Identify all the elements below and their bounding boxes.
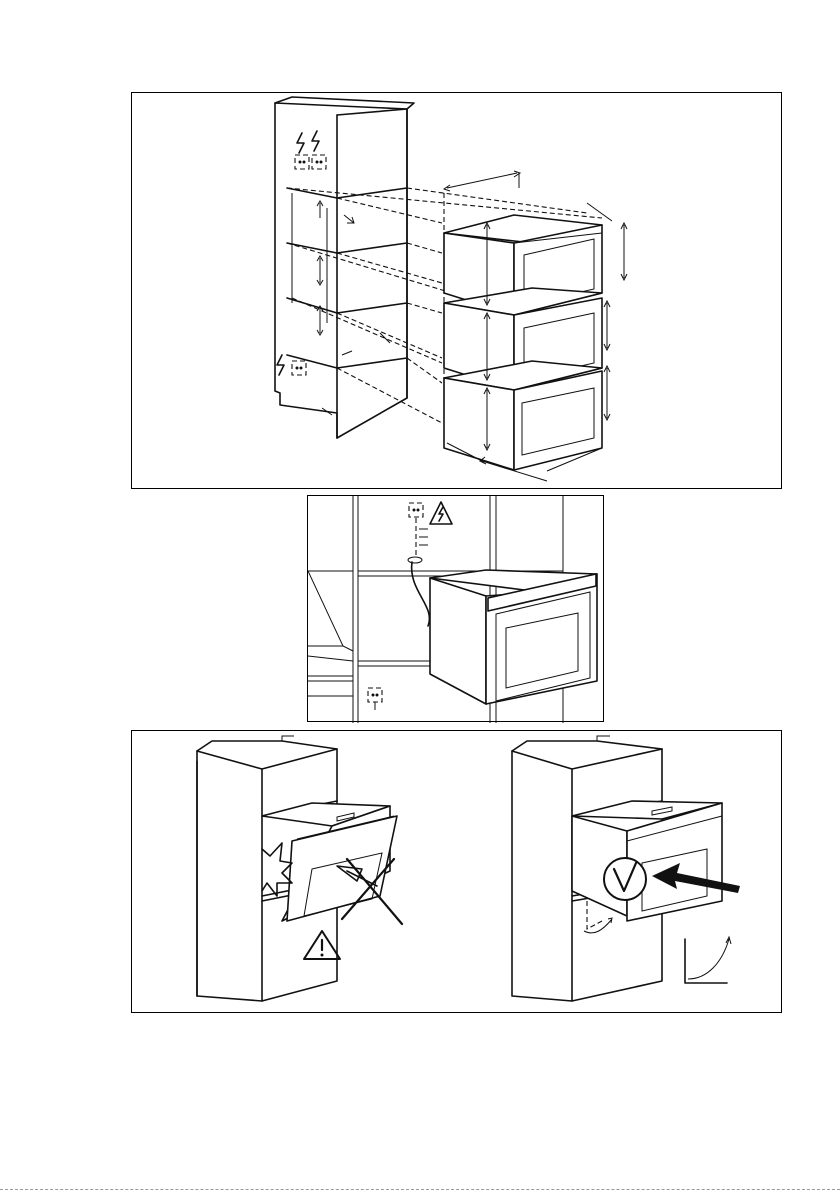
warning-triangle-icon <box>304 931 340 959</box>
built-in-oven <box>430 570 597 704</box>
socket-icon <box>368 503 423 710</box>
electrical-connection-drawing <box>308 496 605 723</box>
tall-cabinet <box>275 97 414 438</box>
cable-route <box>408 518 429 626</box>
check-circle-icon <box>604 858 646 900</box>
cabinet-dimensions-drawing <box>132 93 783 490</box>
socket-icon <box>292 155 326 375</box>
electrical-connection-figure <box>307 495 604 722</box>
cabinet-dimension-arrows <box>317 201 390 415</box>
oven-insertion-figure <box>131 730 782 1013</box>
impact-burst <box>262 843 292 896</box>
oven-straight-correct <box>572 801 722 921</box>
cabinet-dimensions-figure <box>131 92 782 489</box>
lightning-bolt-icon <box>277 131 319 375</box>
oven-insertion-drawing <box>132 731 783 1014</box>
page-bottom-rule <box>0 1189 840 1190</box>
warning-triangle-icon <box>430 502 452 524</box>
